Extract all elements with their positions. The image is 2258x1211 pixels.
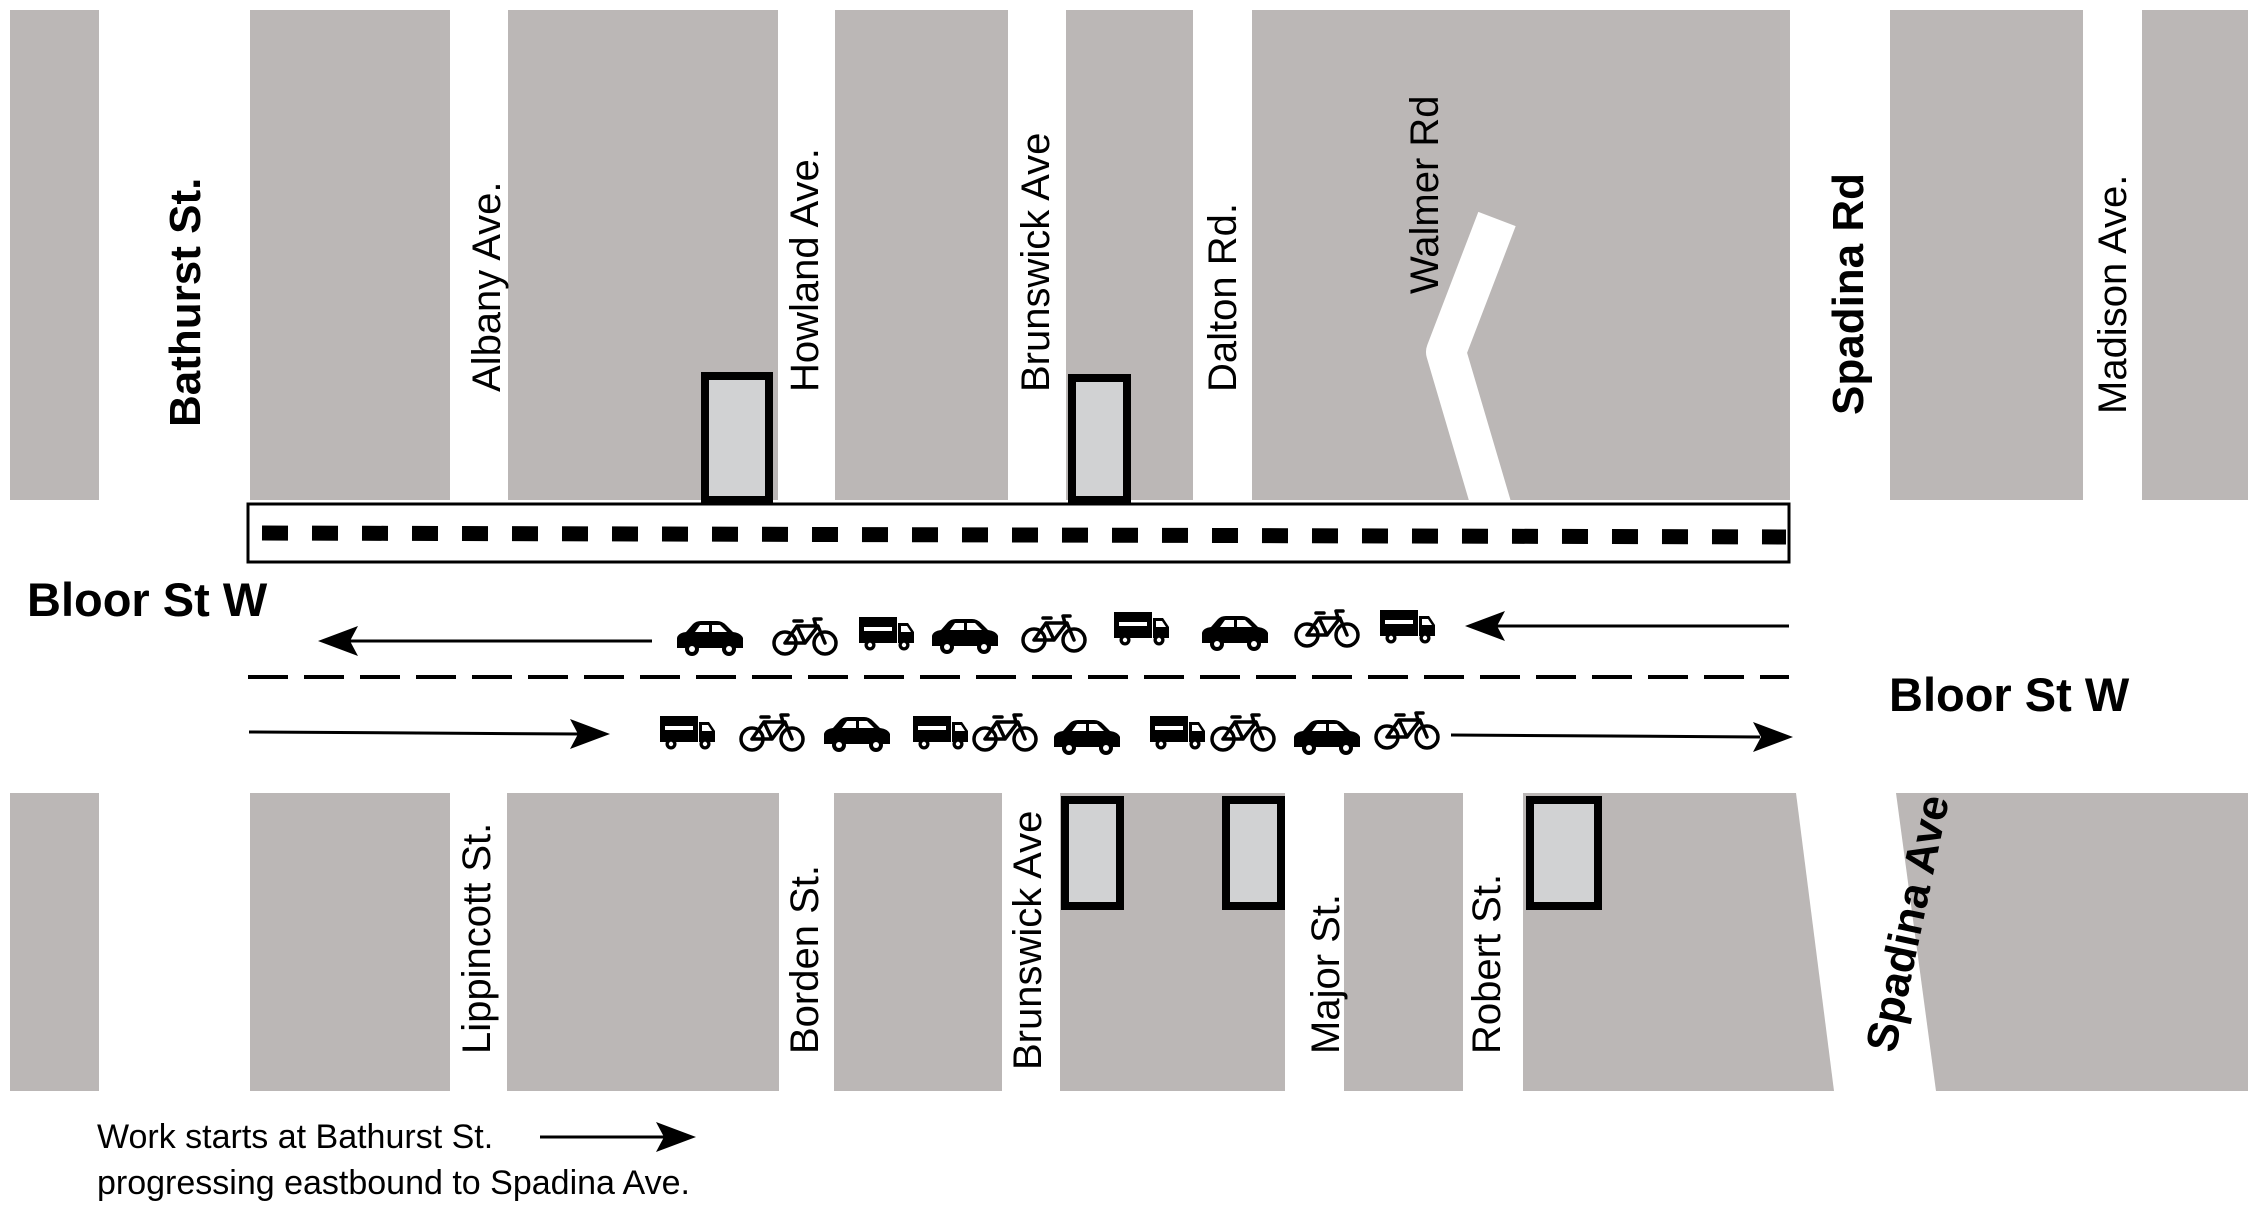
city-block bbox=[834, 793, 1002, 1091]
street-label-albany: Albany Ave. bbox=[465, 181, 509, 392]
bicycle-icon bbox=[972, 713, 1038, 752]
street-label-lippincott: Lippincott St. bbox=[455, 823, 499, 1054]
truck-icon bbox=[660, 716, 715, 750]
city-block bbox=[250, 10, 450, 500]
city-block bbox=[1890, 10, 2083, 500]
work-sites bbox=[701, 372, 1602, 910]
car-icon bbox=[1054, 720, 1120, 755]
street-label-madison: Madison Ave. bbox=[2091, 175, 2135, 414]
south-blocks bbox=[10, 793, 2248, 1091]
city-block bbox=[1896, 793, 2248, 1091]
car-icon bbox=[932, 619, 998, 654]
bicycle-icon bbox=[772, 617, 838, 656]
truck-icon bbox=[1150, 716, 1205, 750]
truck-icon bbox=[1114, 612, 1169, 646]
note-line-1: Work starts at Bathurst St. bbox=[97, 1118, 493, 1156]
car-icon bbox=[677, 621, 743, 656]
note-arrow bbox=[540, 1122, 696, 1152]
street-label-borden: Borden St. bbox=[783, 865, 827, 1054]
bicycle-icon bbox=[1374, 711, 1440, 750]
truck-icon bbox=[1380, 610, 1435, 644]
street-label-spadina-rd: Spadina Rd bbox=[1824, 173, 1873, 415]
street-label-brunswick-south: Brunswick Ave bbox=[1006, 811, 1050, 1070]
truck-icon bbox=[859, 617, 914, 651]
eastbound-traffic bbox=[660, 711, 1440, 755]
note-line-2: progressing eastbound to Spadina Ave. bbox=[97, 1164, 690, 1202]
bloor-label-east: Bloor St W bbox=[1889, 668, 2130, 721]
city-block bbox=[2142, 10, 2248, 500]
construction-zone-dashes bbox=[261, 525, 1787, 545]
city-block bbox=[250, 793, 450, 1091]
eastbound-arrow bbox=[248, 719, 1793, 752]
bicycle-icon bbox=[1210, 713, 1276, 752]
city-block bbox=[10, 10, 99, 500]
work-site bbox=[1222, 796, 1285, 910]
bloor-label-west: Bloor St W bbox=[27, 573, 268, 626]
car-icon bbox=[1294, 720, 1360, 755]
city-block bbox=[1344, 793, 1463, 1091]
bicycle-icon bbox=[739, 713, 805, 752]
truck-icon bbox=[913, 716, 968, 750]
street-label-major: Major St. bbox=[1304, 894, 1348, 1054]
street-label-brunswick-north: Brunswick Ave bbox=[1014, 133, 1058, 392]
bicycle-icon bbox=[1294, 609, 1360, 648]
city-block bbox=[835, 10, 1008, 500]
bicycle-icon bbox=[1021, 614, 1087, 653]
work-site bbox=[1061, 796, 1124, 910]
work-site bbox=[1526, 796, 1602, 910]
walmer-road bbox=[1426, 211, 1516, 514]
car-icon bbox=[824, 717, 890, 752]
street-label-bathurst: Bathurst St. bbox=[161, 178, 210, 427]
city-block bbox=[10, 793, 99, 1091]
street-label-howland: Howland Ave. bbox=[783, 148, 827, 392]
street-label-walmer: Walmer Rd bbox=[1403, 95, 1447, 294]
street-label-robert: Robert St. bbox=[1465, 874, 1509, 1054]
car-icon bbox=[1202, 616, 1268, 651]
work-site bbox=[701, 372, 773, 504]
westbound-traffic bbox=[677, 609, 1435, 656]
work-site bbox=[1068, 374, 1131, 504]
city-block bbox=[507, 793, 779, 1091]
city-block bbox=[1252, 10, 1790, 500]
street-label-dalton: Dalton Rd. bbox=[1201, 203, 1245, 392]
westbound-arrow bbox=[318, 611, 1789, 656]
